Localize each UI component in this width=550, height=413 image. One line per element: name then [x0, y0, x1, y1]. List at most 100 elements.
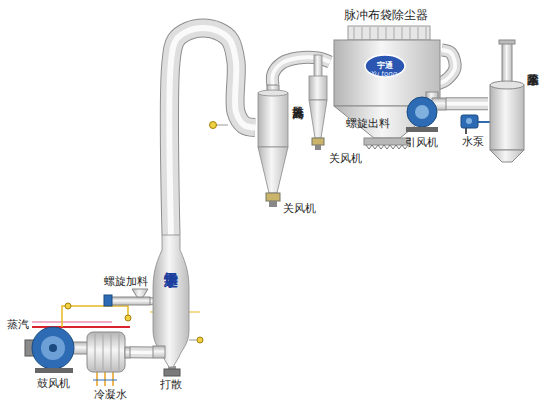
exchanger-fin [103, 334, 104, 370]
filter-lid [348, 26, 430, 40]
scrubber-tank [490, 85, 524, 150]
secondary-cyclone [309, 76, 327, 100]
feeder-motor [104, 295, 112, 306]
equipment-label: 引风机 [405, 137, 438, 150]
logo-text: 宇通 [377, 61, 393, 70]
blower-hub [49, 344, 57, 352]
condensate-piping [93, 372, 117, 386]
pulse-pipe [386, 27, 387, 39]
exchanger-outlet [125, 347, 130, 358]
pressure-gauge [210, 122, 217, 129]
equipment-label: 脉冲布袋除尘器 [330, 9, 442, 23]
secondary-cyclone [312, 138, 324, 145]
air-duct [169, 28, 255, 235]
logo-text: Yu tong [371, 70, 397, 78]
water-pump [465, 128, 467, 134]
exchanger-fin [111, 334, 112, 370]
water-pump [461, 115, 478, 128]
equipment-outline [488, 40, 546, 165]
equipment-label: 鼓风机 [37, 378, 70, 391]
discharge-teeth [366, 145, 408, 149]
pipe-label: 冷凝水 [94, 389, 127, 402]
blower-base [35, 368, 73, 373]
pulse-pipe [394, 27, 395, 39]
disperser-motor [164, 366, 180, 376]
pulse-pipe [370, 27, 371, 39]
equipment-label: 打散 [160, 379, 182, 392]
steam-piping [125, 315, 131, 321]
cyclone-body [258, 93, 288, 147]
equipment-label: 水泵 [462, 136, 484, 149]
pulse-pipe [410, 27, 411, 39]
equipment-label: 螺旋加料 [104, 276, 148, 289]
feed-hopper [132, 289, 148, 297]
dryer-column: 宇通干燥 [153, 235, 189, 370]
exchanger-fin [119, 334, 120, 370]
fan-base [406, 127, 438, 132]
chimney-cap [499, 40, 515, 44]
cyclone-lid [258, 90, 288, 96]
condensate-piping [93, 380, 117, 381]
equipment-outline [255, 85, 311, 210]
duct-body [446, 98, 488, 109]
secondary-cyclone [314, 55, 322, 77]
air-duct [130, 352, 153, 353]
dryer-column [153, 235, 189, 367]
secondary-cyclone [309, 100, 327, 138]
steam-piping [32, 321, 112, 322]
steam-piping [62, 306, 128, 327]
air-duct [272, 57, 330, 85]
pulse-pipe [378, 27, 379, 39]
pulse-pipe [418, 27, 419, 39]
pressure-gauge [216, 125, 228, 126]
equipment-label: 螺旋出料 [346, 118, 390, 131]
duct-body [272, 57, 330, 85]
pulse-pipe [354, 27, 355, 39]
tank-cone [490, 150, 524, 162]
cyclone-separator: 旋风分离器 [255, 85, 311, 210]
steam-piping [189, 340, 197, 341]
pipe-label: 蒸汽 [7, 319, 29, 332]
equipment-outline [153, 235, 189, 370]
tank-top [490, 81, 524, 89]
blower-inlet [41, 336, 65, 360]
equipment-label: 关风机 [329, 153, 362, 166]
filter-body [334, 40, 440, 106]
screw-tube [111, 297, 150, 305]
heat-exchanger [87, 332, 125, 372]
discharge-screw [364, 138, 410, 145]
duct-outline [130, 346, 153, 358]
duct-highlight [169, 28, 255, 235]
water-pump [461, 115, 494, 134]
secondary-cyclone [309, 55, 327, 150]
pressure-gauge [210, 122, 229, 129]
duct-highlight [272, 57, 330, 85]
blower-housing [32, 327, 74, 369]
duct-outline [272, 57, 330, 85]
screw-feeder: 螺旋加料 [104, 276, 150, 306]
air-inlet [153, 346, 165, 358]
secondary-cyclone [315, 145, 321, 150]
duct-highlight [446, 102, 488, 106]
pulse-pipe [426, 27, 427, 39]
exchanger-fin [95, 334, 96, 370]
rotary-valve [266, 193, 280, 201]
fan-housing [407, 97, 437, 127]
pulse-pipe [362, 27, 363, 39]
duct-body [130, 347, 153, 357]
chimney [502, 42, 512, 87]
steam-piping [197, 337, 203, 343]
blower: 鼓风机 [25, 318, 130, 396]
fan-hub [415, 105, 429, 119]
duct-outline [446, 97, 488, 110]
equipment-label: 关风机 [283, 203, 316, 216]
condensate-piping [97, 372, 113, 386]
equipment-outline [330, 8, 442, 158]
duct-highlight [130, 351, 153, 355]
valve-outlet [269, 201, 277, 207]
disperser-motor [164, 369, 180, 376]
